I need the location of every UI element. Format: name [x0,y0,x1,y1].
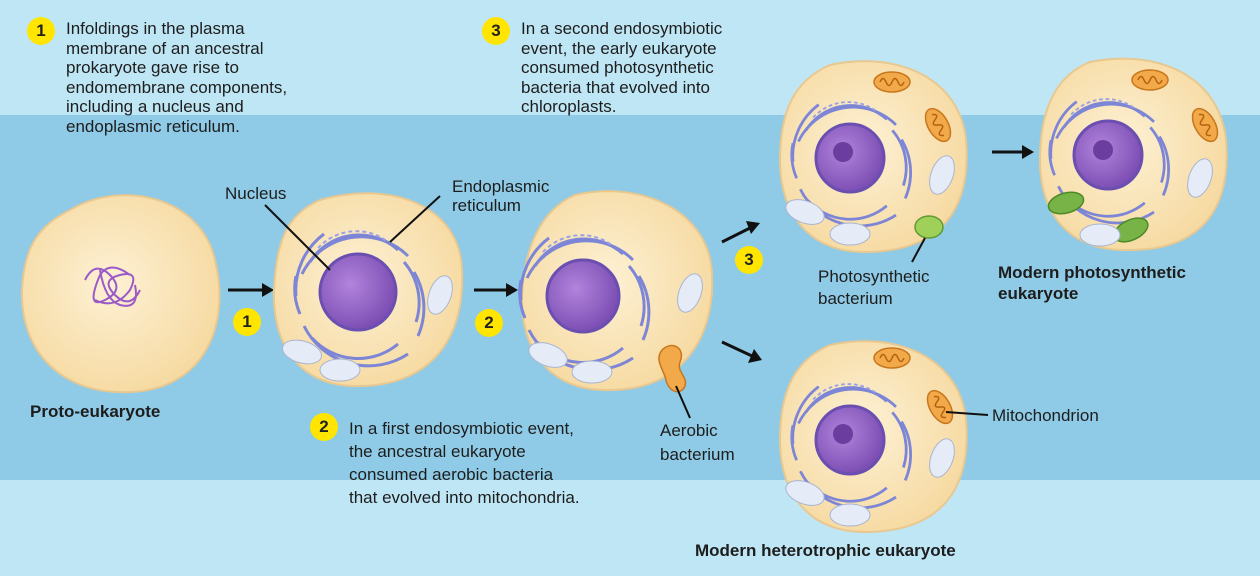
step-1-line: Infoldings in the plasma [66,19,287,39]
modern-photosynthetic-label-line: Modern photosynthetic [998,262,1186,283]
step-2-line: the ancestral eukaryote [349,440,580,463]
step-3-line: event, the early eukaryote [521,39,722,59]
arrow-badge-2: 2 [475,309,503,337]
modern-photosynthetic-label-line: eukaryote [998,283,1186,304]
step-3-line: In a second endosymbiotic [521,19,722,39]
step-2-badge: 2 [310,413,338,441]
photosynthetic-label: Photosynthetic bacterium [818,266,930,310]
step-3-line: consumed photosynthetic [521,58,722,78]
modern-heterotrophic-label: Modern heterotrophic eukaryote [695,541,956,560]
step-2-line: consumed aerobic bacteria [349,463,580,486]
modern-photosynthetic-cell [1040,59,1227,250]
step-3-line: bacteria that evolved into [521,78,722,98]
er-label-line: Endoplasmic [452,177,549,196]
aerobic-label: Aerobic bacterium [660,419,735,467]
modern-photosynthetic-label: Modern photosynthetic eukaryote [998,262,1186,304]
nucleus-shape [320,254,396,330]
arrow-badge-3: 3 [735,246,763,274]
aerobic-label-line: Aerobic [660,419,735,443]
step-1-line: endomembrane components, [66,78,287,98]
photosynthetic-bacterium-shape [915,216,943,238]
photosynthetic-label-line: Photosynthetic [818,266,930,288]
step-1-line: endoplasmic reticulum. [66,117,287,137]
bottom-band [0,480,1260,576]
modern-heterotrophic-cell [780,341,967,532]
step-1-text: Infoldings in the plasma membrane of an … [66,19,287,136]
er-label: Endoplasmic reticulum [452,177,549,215]
photosynthetic-label-line: bacterium [818,288,930,310]
step-2-text: In a first endosymbiotic event, the ance… [349,417,580,509]
arrow-badge-1: 1 [233,308,261,336]
eukaryote-with-photosynthetic-bacterium [780,61,967,252]
er-label-line: reticulum [452,196,549,215]
mitochondrion-label: Mitochondrion [992,406,1099,425]
step-1-line: membrane of an ancestral [66,39,287,59]
early-eukaryote-cell [274,193,462,386]
eukaryote-with-aerobic-bacterium [520,191,712,392]
step-2-line: In a first endosymbiotic event, [349,417,580,440]
aerobic-label-line: bacterium [660,443,735,467]
step-1-line: prokaryote gave rise to [66,58,287,78]
step-3-badge: 3 [482,17,510,45]
proto-eukaryote-cell [22,195,220,392]
step-1-line: including a nucleus and [66,97,287,117]
proto-eukaryote-label: Proto-eukaryote [30,402,160,421]
step-3-line: chloroplasts. [521,97,722,117]
step-3-text: In a second endosymbiotic event, the ear… [521,19,722,117]
step-2-line: that evolved into mitochondria. [349,486,580,509]
nucleus-label: Nucleus [225,184,286,203]
step-1-badge: 1 [27,17,55,45]
